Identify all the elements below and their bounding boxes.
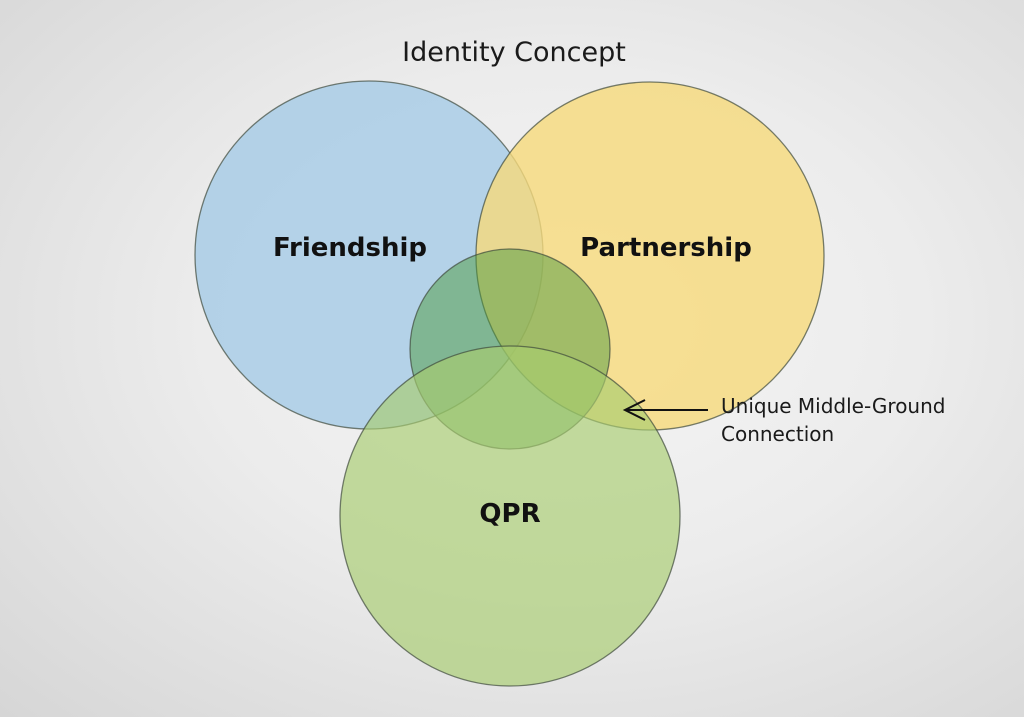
left-arrow-icon xyxy=(622,399,708,421)
friendship-label: Friendship xyxy=(273,233,427,263)
partnership-label: Partnership xyxy=(580,233,752,263)
qpr-label: QPR xyxy=(479,499,540,529)
annotation-line-2: Connection xyxy=(721,422,834,446)
annotation-line-1: Unique Middle-Ground xyxy=(721,394,945,418)
diagram-title: Identity Concept xyxy=(402,37,626,68)
qpr-circle xyxy=(339,345,681,687)
